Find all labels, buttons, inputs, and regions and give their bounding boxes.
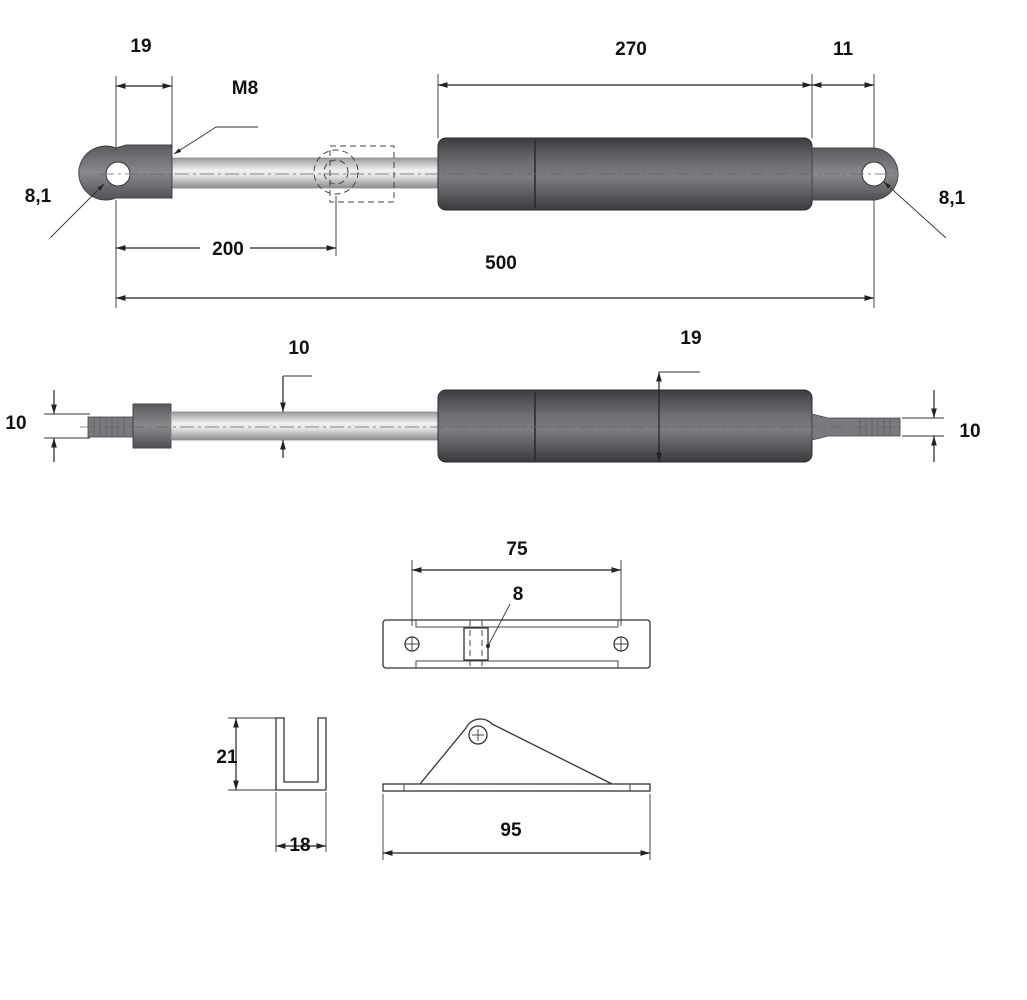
bracket-side-view: 95 bbox=[382, 718, 651, 860]
side-gas-cylinder bbox=[437, 389, 813, 463]
bracket-base bbox=[382, 783, 651, 792]
dim-rod-diameter: 10 bbox=[288, 338, 309, 359]
bracket-top-view: 75 8 bbox=[382, 539, 651, 669]
dim-left-end: 10 bbox=[5, 413, 26, 434]
dim-right-end: 10 bbox=[959, 421, 980, 442]
dim-bracket-width: 18 bbox=[289, 835, 310, 856]
bracket-pivot-hole bbox=[468, 725, 488, 745]
u-channel-profile bbox=[275, 717, 327, 791]
dim-end-length: 11 bbox=[833, 39, 854, 60]
dim-eye-length: 19 bbox=[130, 36, 151, 57]
dim-cylinder-diameter: 19 bbox=[680, 328, 701, 349]
rod-end-block bbox=[132, 403, 172, 449]
side-view: 10 19 10 10 bbox=[5, 328, 981, 463]
dim-stroke: 200 bbox=[212, 239, 244, 260]
dim-total-length: 500 bbox=[485, 253, 517, 274]
dim-cylinder-length: 270 bbox=[615, 39, 647, 60]
ghost-eye bbox=[313, 149, 359, 195]
dim-right-hole: 8,1 bbox=[939, 188, 966, 209]
bracket-center-slot bbox=[463, 627, 489, 661]
dim-slot-width: 8 bbox=[513, 584, 524, 605]
bracket-gusset bbox=[419, 718, 613, 785]
dim-left-hole: 8,1 bbox=[25, 186, 52, 207]
dim-bracket-height: 21 bbox=[216, 747, 238, 768]
bracket-end-view: 21 18 bbox=[216, 717, 327, 856]
ghost-eye-hole bbox=[323, 159, 349, 185]
side-piston-rod bbox=[170, 411, 440, 441]
dim-hole-spacing: 75 bbox=[506, 539, 528, 560]
top-view: 19 M8 270 11 8,1 8,1 200 500 bbox=[25, 36, 966, 308]
dim-bracket-length: 95 bbox=[500, 820, 522, 841]
dim-thread: M8 bbox=[232, 78, 258, 99]
piston-rod bbox=[167, 157, 441, 189]
